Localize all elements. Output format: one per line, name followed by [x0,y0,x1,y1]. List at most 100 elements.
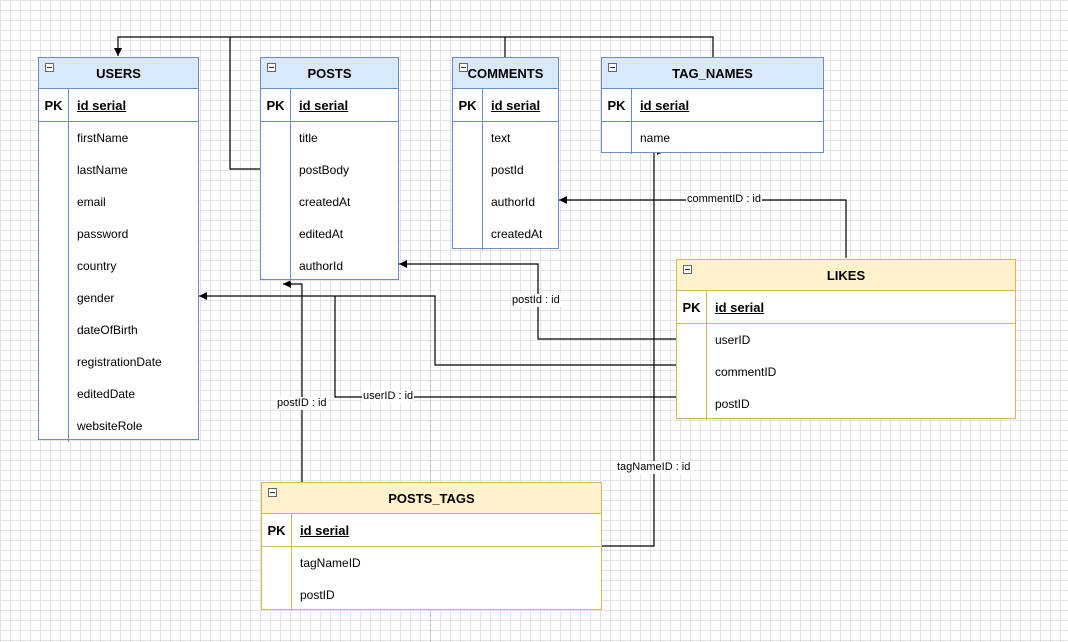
field-row[interactable]: editedDate [39,378,198,410]
field-name: name [640,131,671,145]
field-name: tagNameID [300,556,361,570]
field-name: country [77,259,117,273]
table-title: POSTS [307,65,352,81]
edge-poststags-post-id [283,280,303,482]
table-header[interactable]: USERS [39,58,198,89]
table-title: COMMENTS [467,65,544,81]
field-name: postBody [299,163,350,177]
field-row[interactable]: editedAt [261,218,398,250]
pk-field: id serial [299,97,349,113]
table-header[interactable]: LIKES [677,260,1015,291]
field-name: websiteRole [77,419,143,433]
collapse-icon[interactable] [459,63,468,72]
table-title: POSTS_TAGS [388,490,475,506]
key-cell [39,346,69,378]
field-row[interactable]: text [453,122,558,154]
collapse-icon[interactable] [608,63,617,72]
field-name: email [77,195,106,209]
table-title: LIKES [826,267,866,283]
field-row[interactable]: postID [677,388,1015,420]
pk-label: PK [453,89,483,121]
key-cell [39,186,69,218]
field-name: registrationDate [77,355,162,369]
key-cell [39,282,69,314]
field-row[interactable]: country [39,250,198,282]
key-cell [261,122,291,154]
field-row[interactable]: commentID [677,356,1015,388]
field-row[interactable]: createdAt [261,186,398,218]
field-row[interactable]: websiteRole [39,410,198,442]
field-name: commentID [715,365,777,379]
key-cell [261,218,291,250]
pk-label: PK [262,514,292,546]
field-name: password [77,227,129,241]
key-cell [39,314,69,346]
collapse-icon[interactable] [267,63,276,72]
key-cell [261,154,291,186]
field-row[interactable]: gender [39,282,198,314]
field-row[interactable]: authorId [453,186,558,218]
pk-label: PK [677,291,707,323]
field-row[interactable]: lastName [39,154,198,186]
table-title: TAG_NAMES [672,65,753,81]
field-row[interactable]: email [39,186,198,218]
edge-likes-post-id-lower [334,296,676,398]
key-cell [602,122,632,154]
pk-field: id serial [491,97,541,113]
field-row[interactable]: postBody [261,154,398,186]
field-row[interactable]: password [39,218,198,250]
field-row[interactable]: name [602,122,823,154]
field-name: title [299,131,318,145]
key-cell [39,218,69,250]
field-row[interactable]: dateOfBirth [39,314,198,346]
key-cell [453,154,483,186]
field-name: authorId [299,259,344,273]
field-row[interactable]: authorId [261,250,398,282]
key-cell [39,122,69,154]
table-comments[interactable]: COMMENTS PK id serial text postId authorId c… [452,57,559,250]
field-name: createdAt [491,227,543,241]
collapse-icon[interactable] [268,488,277,497]
field-row[interactable]: tagNameID [262,547,601,579]
field-row[interactable]: firstName [39,122,198,154]
field-name: gender [77,291,115,305]
field-name: postID [715,397,750,411]
field-name: createdAt [299,195,351,209]
field-row[interactable]: title [261,122,398,154]
field-row[interactable]: postId [453,154,558,186]
field-row[interactable]: createdAt [453,218,558,250]
edge-label-post-id-upper: postID : id [276,397,328,410]
table-header[interactable]: POSTS_TAGS [262,483,601,514]
edge-likes-user-id [199,292,676,366]
pk-row[interactable]: PK id serial [453,89,558,122]
field-name: firstName [77,131,129,145]
field-row[interactable]: userID [677,324,1015,356]
field-row[interactable]: registrationDate [39,346,198,378]
key-cell [453,186,483,218]
edge-label-tag-name-id: tagNameID : id [616,461,692,474]
table-header[interactable]: TAG_NAMES [602,58,823,89]
page-break-line [430,0,431,642]
table-header[interactable]: COMMENTS [453,58,558,89]
collapse-icon[interactable] [683,265,692,274]
key-cell [261,250,291,282]
field-name: postId [491,163,524,177]
collapse-icon[interactable] [45,63,54,72]
field-name: userID [715,333,751,347]
key-cell [453,122,483,154]
edge-label-user-id: userID : id [362,390,415,403]
field-row[interactable]: postID [262,579,601,611]
table-header[interactable]: POSTS [261,58,398,89]
